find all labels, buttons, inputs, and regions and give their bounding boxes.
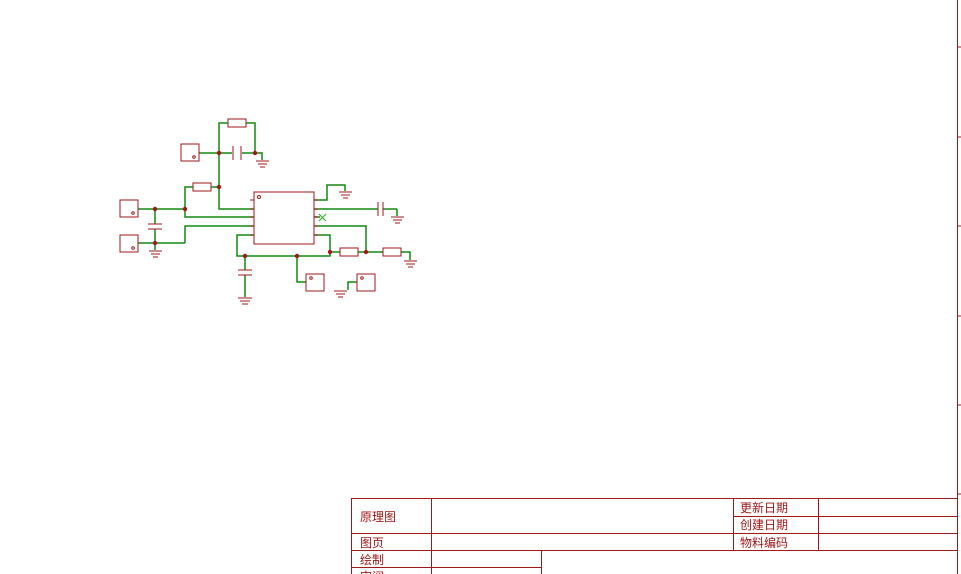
ground-symbol (391, 216, 404, 224)
port-input-1[interactable] (119, 199, 139, 218)
resistor-left[interactable] (192, 182, 212, 192)
resistor-top[interactable] (227, 118, 247, 128)
sheet-frame (957, 0, 961, 574)
part-number-label: 物料编码 (740, 535, 788, 550)
sheet-label: 图页 (360, 536, 384, 550)
ground-symbol (339, 191, 352, 199)
title-block: 原理图 更新日期 创建日期 图页 物料编码 绘制 审阅 (351, 498, 958, 574)
no-connect-marker (318, 213, 327, 222)
drawn-by-label: 绘制 (360, 552, 384, 567)
ic-chip[interactable] (250, 191, 318, 245)
ground-symbol (404, 260, 417, 268)
ground-symbol (149, 250, 162, 258)
components[interactable] (119, 118, 417, 305)
capacitor-top[interactable] (232, 146, 242, 160)
capacitor-bottom[interactable] (238, 269, 252, 276)
capacitor-right[interactable] (377, 202, 384, 216)
schematic-label: 原理图 (360, 510, 396, 524)
ground-symbol (334, 290, 347, 298)
port-bottom-2[interactable] (356, 273, 376, 292)
created-date-label: 创建日期 (740, 518, 788, 532)
reviewed-by-label: 审阅 (360, 569, 384, 574)
port-top[interactable] (180, 143, 200, 162)
ground-symbol (256, 160, 269, 168)
port-input-2[interactable] (119, 234, 139, 253)
junctions (152, 150, 369, 259)
port-bottom-1[interactable] (305, 273, 325, 292)
resistor-right-1[interactable] (339, 247, 359, 257)
resistor-right-2[interactable] (382, 247, 402, 257)
ground-symbol (238, 297, 252, 305)
updated-date-label: 更新日期 (740, 500, 788, 515)
capacitor-input[interactable] (148, 223, 162, 230)
